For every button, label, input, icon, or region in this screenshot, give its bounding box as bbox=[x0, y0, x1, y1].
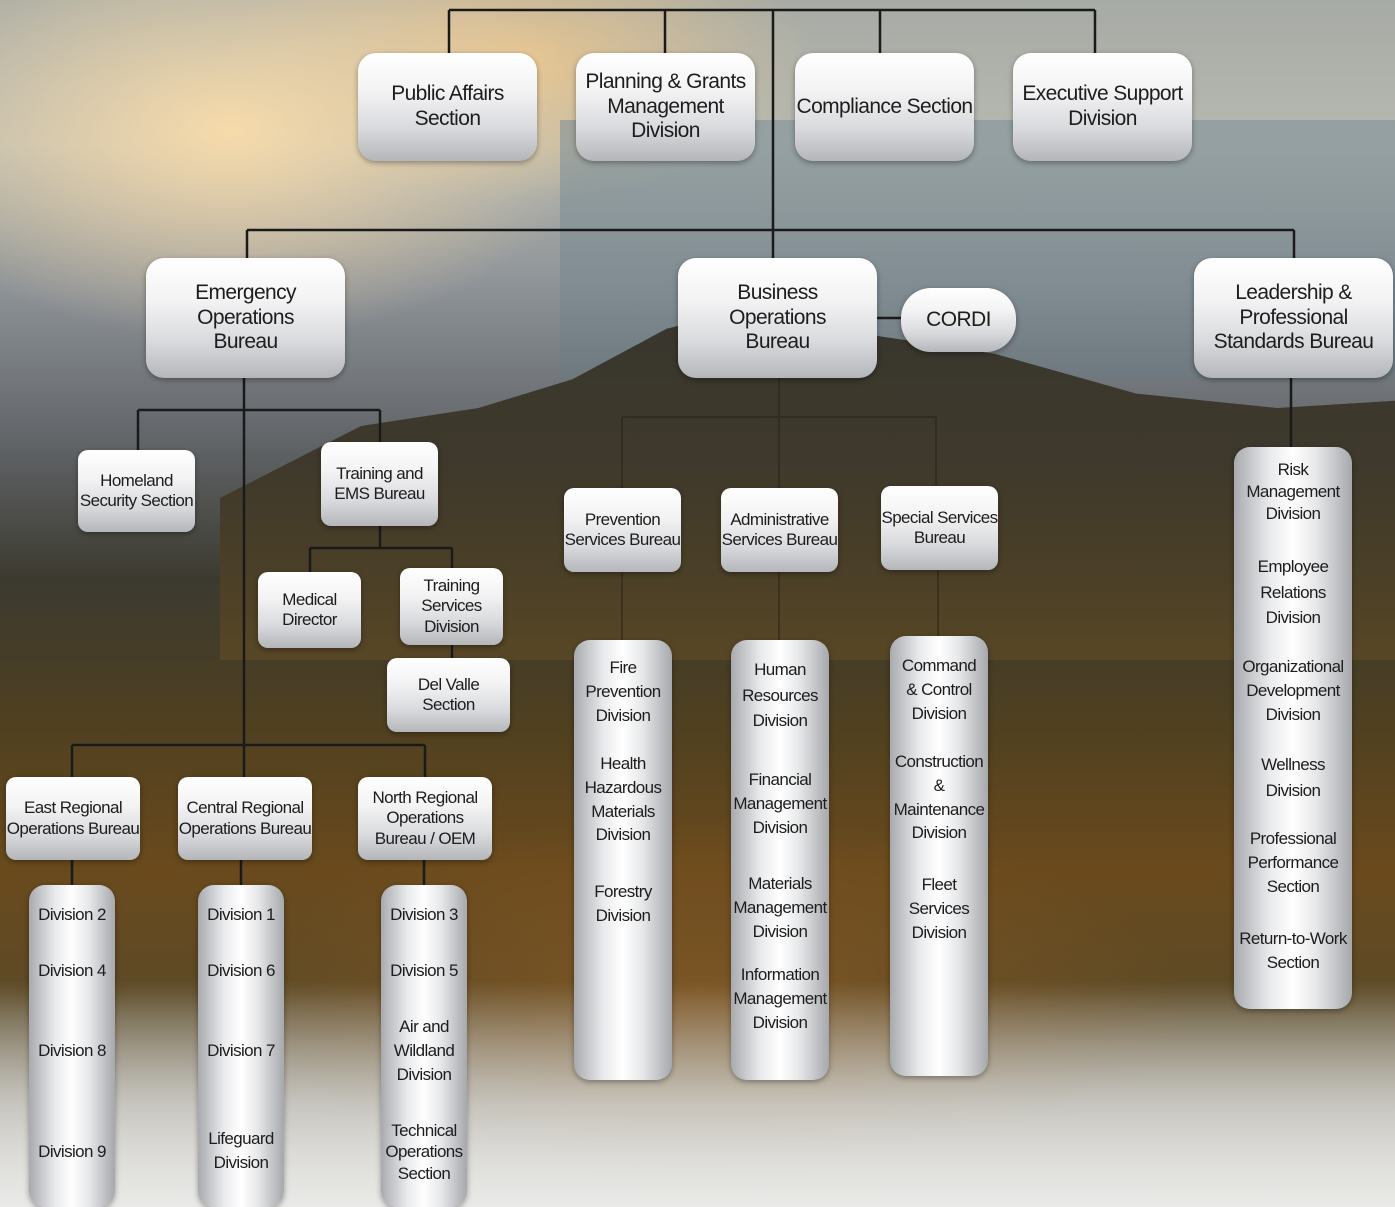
division-list-item: Wellness Division bbox=[1261, 755, 1325, 800]
cordi-box: CORDI bbox=[901, 288, 1016, 352]
central-divisions-column: Division 1 Division 6 Division 7 Lifegua… bbox=[198, 885, 284, 1207]
division-list-item: Division 8 bbox=[38, 1041, 106, 1060]
division-list-item: Professional Performance Section bbox=[1247, 829, 1339, 896]
division-list-item: Health Hazardous Materials Division bbox=[584, 754, 662, 845]
leadership-professional-standards-bureau: Leadership & Professional Standards Bure… bbox=[1194, 258, 1393, 378]
del-valle-section: Del Valle Section bbox=[387, 658, 510, 732]
division-list-item: Division 4 bbox=[38, 961, 106, 980]
division-list-item: Division 2 bbox=[38, 905, 106, 924]
prevention-divisions-column: Fire Prevention Division Health Hazardou… bbox=[574, 640, 672, 1080]
emergency-operations-bureau: Emergency Operations Bureau bbox=[146, 258, 345, 378]
division-list-item: Materials Management Division bbox=[733, 874, 827, 941]
administrative-services-bureau: Administrative Services Bureau bbox=[721, 488, 838, 572]
administrative-divisions-column: Human Resources Division Financial Manag… bbox=[731, 640, 829, 1080]
business-operations-bureau: Business Operations Bureau bbox=[678, 258, 877, 378]
division-list-item: Forestry Division bbox=[594, 882, 652, 925]
medical-director: Medical Director bbox=[258, 572, 361, 648]
division-list-item: Organizational Development Division bbox=[1242, 657, 1344, 724]
north-divisions-column: Division 3 Division 5 Air and Wildland D… bbox=[381, 885, 467, 1207]
division-list-item: Human Resources Division bbox=[742, 660, 818, 730]
leadership-divisions-column: Risk Management Division Employee Relati… bbox=[1234, 447, 1352, 1009]
division-list-item: Employee Relations Division bbox=[1257, 557, 1329, 627]
central-regional-operations-bureau: Central Regional Operations Bureau bbox=[178, 777, 312, 860]
executive-support-division: Executive Support Division bbox=[1013, 53, 1192, 161]
north-regional-operations-bureau-oem: North Regional Operations Bureau / OEM bbox=[358, 777, 492, 860]
division-list-item: Information Management Division bbox=[733, 965, 827, 1032]
east-regional-operations-bureau: East Regional Operations Bureau bbox=[6, 777, 140, 860]
division-list-item: Construction & Maintenance Division bbox=[893, 752, 985, 843]
division-list-item: Technical Operations Section bbox=[385, 1121, 463, 1183]
training-services-division: Training Services Division bbox=[400, 568, 503, 645]
homeland-security-section: Homeland Security Section bbox=[78, 450, 195, 532]
training-ems-bureau: Training and EMS Bureau bbox=[321, 442, 438, 526]
public-affairs-section: Public Affairs Section bbox=[358, 53, 537, 161]
division-list-item: Lifeguard Division bbox=[208, 1129, 274, 1172]
division-list-item: Division 1 bbox=[207, 905, 275, 924]
compliance-section: Compliance Section bbox=[795, 53, 974, 161]
division-list-item: Risk Management Division bbox=[1246, 460, 1340, 524]
division-list-item: Division 5 bbox=[390, 961, 458, 980]
division-list-item: Return-to-Work Section bbox=[1239, 929, 1347, 972]
special-services-bureau: Special Services Bureau bbox=[881, 486, 998, 570]
prevention-services-bureau: Prevention Services Bureau bbox=[564, 488, 681, 572]
division-list-item: Fleet Services Division bbox=[908, 875, 970, 942]
division-list-item: Command & Control Division bbox=[901, 656, 977, 723]
division-list-item: Fire Prevention Division bbox=[585, 658, 661, 725]
division-list-item: Air and Wildland Division bbox=[393, 1017, 455, 1084]
special-services-divisions-column: Command & Control Division Construction … bbox=[890, 636, 988, 1076]
division-list-item: Division 3 bbox=[390, 905, 458, 924]
east-divisions-column: Division 2 Division 4 Division 8 Divisio… bbox=[29, 885, 115, 1207]
division-list-item: Division 6 bbox=[207, 961, 275, 980]
division-list-item: Division 7 bbox=[207, 1041, 275, 1060]
planning-grants-management-division: Planning & Grants Management Division bbox=[576, 53, 755, 161]
division-list-item: Division 9 bbox=[38, 1142, 106, 1161]
division-list-item: Financial Management Division bbox=[733, 770, 827, 837]
